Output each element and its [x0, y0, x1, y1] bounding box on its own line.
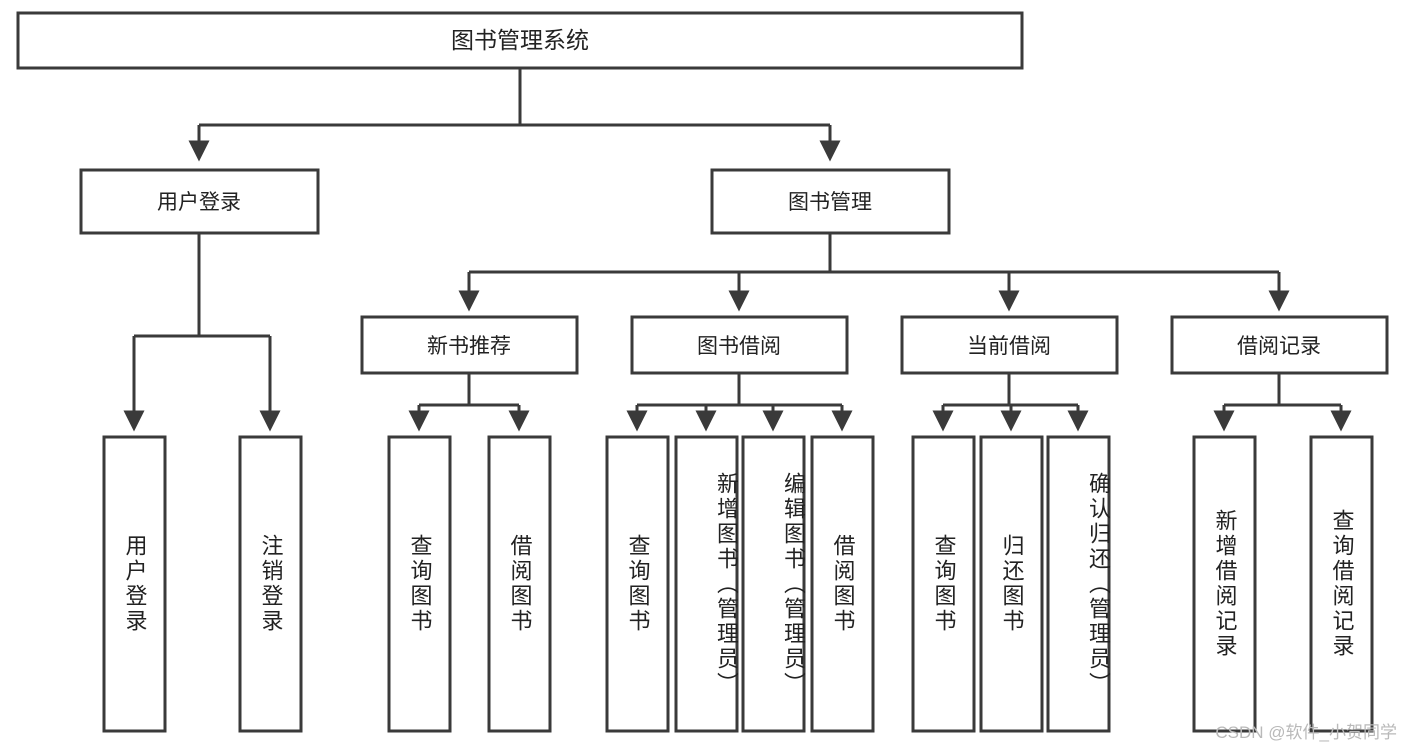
- node-current-borrow-rect: [900, 315, 1119, 375]
- connector-group-book-borrow: [626, 373, 853, 432]
- connector-group-book-management: [458, 233, 1290, 312]
- node-book-management[interactable]: 图书管理: [710, 168, 951, 235]
- leaf-logout-login-rect[interactable]: [238, 435, 303, 733]
- connector-group-current-borrow: [932, 373, 1089, 432]
- leaf-query-book-3-rect[interactable]: [911, 435, 976, 733]
- leaf-add-book-rect[interactable]: [674, 435, 739, 733]
- connector-group-new-book-recommend: [408, 373, 530, 432]
- node-title-box[interactable]: 图书管理系统: [16, 11, 1024, 70]
- node-new-book-recommend-rect: [360, 315, 579, 375]
- leaf-query-record-rect[interactable]: [1309, 435, 1374, 733]
- node-user-login-rect: [79, 168, 320, 235]
- node-title-box-rect: [16, 11, 1024, 70]
- leaf-borrow-book-1-rect[interactable]: [487, 435, 552, 733]
- node-user-login[interactable]: 用户登录: [79, 168, 320, 235]
- leaf-return-book-rect[interactable]: [979, 435, 1044, 733]
- node-new-book-recommend-label: 新书推荐: [427, 335, 511, 358]
- node-current-borrow-label: 当前借阅: [967, 335, 1051, 358]
- leaf-borrow-book-2-rect[interactable]: [810, 435, 875, 733]
- connector-group-user-login: [123, 233, 281, 432]
- leaf-edit-book-rect[interactable]: [741, 435, 806, 733]
- node-new-book-recommend[interactable]: 新书推荐: [360, 315, 579, 375]
- leaf-user-login-rect[interactable]: [102, 435, 167, 733]
- node-book-management-label: 图书管理: [788, 191, 872, 214]
- node-book-borrow-label: 图书借阅: [697, 335, 781, 358]
- leaf-query-book-2-rect[interactable]: [605, 435, 670, 733]
- node-title-label: 图书管理系统: [451, 27, 589, 53]
- connector-group-borrow-record: [1213, 373, 1352, 432]
- watermark-text: CSDN @软件_小贺同学: [1215, 723, 1397, 742]
- node-book-borrow[interactable]: 图书借阅: [630, 315, 849, 375]
- node-book-borrow-rect: [630, 315, 849, 375]
- leaf-confirm-return-rect[interactable]: [1046, 435, 1111, 733]
- node-borrow-record[interactable]: 借阅记录: [1170, 315, 1389, 375]
- node-user-login-label: 用户登录: [157, 191, 241, 214]
- connector-group-root: [188, 68, 841, 162]
- leaf-rect-group: [102, 435, 1374, 733]
- node-book-management-rect: [710, 168, 951, 235]
- node-current-borrow[interactable]: 当前借阅: [900, 315, 1119, 375]
- leaf-add-record-rect[interactable]: [1192, 435, 1257, 733]
- leaf-query-book-1-rect[interactable]: [387, 435, 452, 733]
- node-borrow-record-rect: [1170, 315, 1389, 375]
- node-borrow-record-label: 借阅记录: [1237, 335, 1321, 358]
